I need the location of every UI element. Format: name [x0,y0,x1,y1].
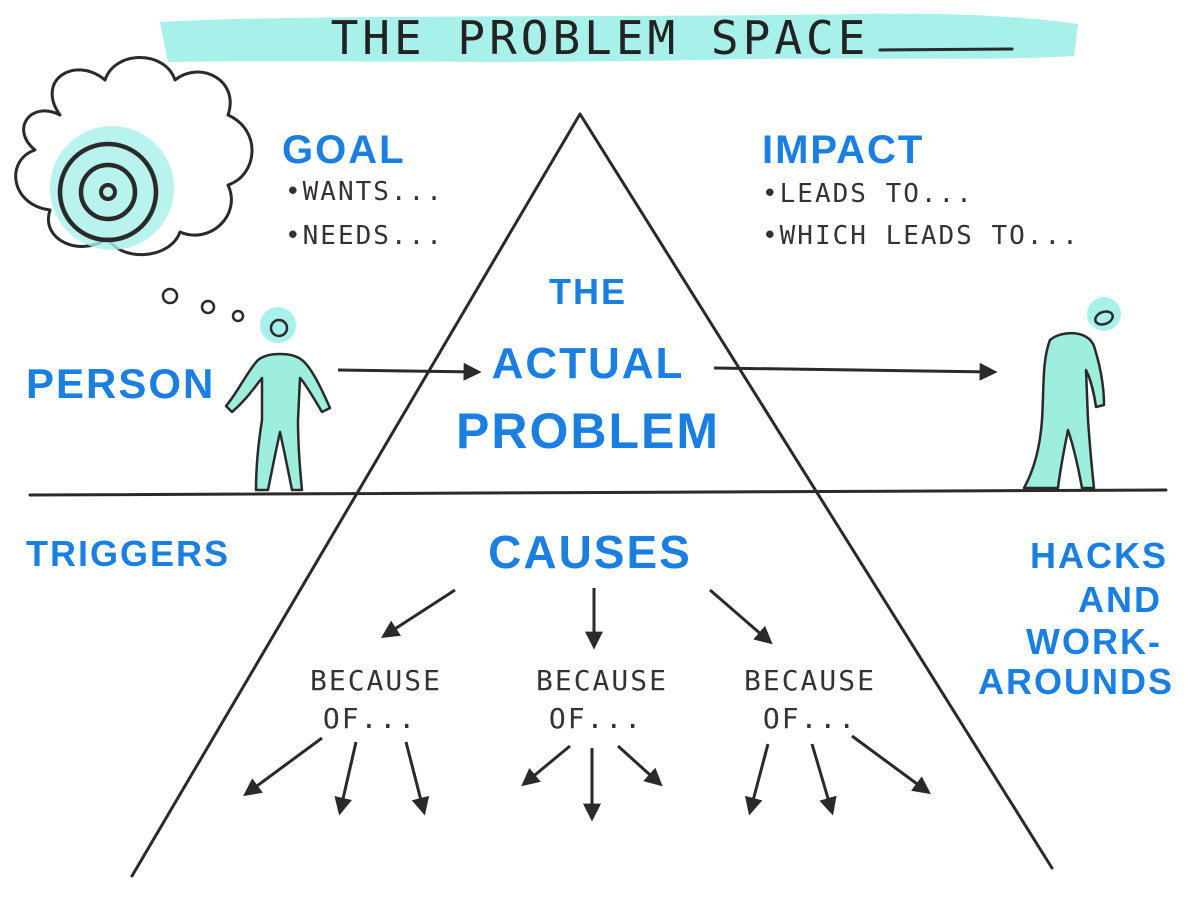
sub-arrow-2c [616,744,663,787]
person-label: PERSON [26,360,215,407]
page-title: THE PROBLEM SPACE [331,11,870,65]
impact-item-which-leads-to: •WHICH LEADS TO... [762,221,1080,251]
sub-arrow-1c [404,741,430,816]
hacks-line-2: AND [1078,579,1162,620]
goal-item-wants: •WANTS... [285,177,444,207]
arrow-cause-right [709,588,773,645]
target-icon [50,126,174,250]
hacks-line-4: AROUNDS [978,661,1174,702]
title-highlight [160,13,1078,62]
person-figure-icon [224,307,332,492]
because-2-line-1: BECAUSE [536,664,668,697]
because-2-line-2: OF... [549,702,643,735]
sub-arrow-1b [334,741,358,816]
center-the: THE [549,271,627,312]
triggers-label: TRIGGERS [26,533,230,574]
center-actual: ACTUAL [492,339,685,388]
because-3-line-2: OF... [763,702,857,735]
sub-arrow-2a [521,744,571,787]
arrow-person-to-problem [337,362,482,381]
because-1-line-1: BECAUSE [310,664,442,697]
title-underline [878,47,1014,52]
causes-label: CAUSES [488,526,692,578]
arrow-problem-to-impact [713,362,998,381]
ground-line [28,488,1168,497]
sub-arrow-1a [243,736,323,797]
goal-item-needs: •NEEDS... [285,221,444,251]
sub-arrow-3b [810,743,837,816]
arrow-cause-left [380,588,456,638]
sub-arrow-3a [744,743,770,816]
impact-heading: IMPACT [762,128,924,172]
because-1-line-2: OF... [323,702,417,735]
because-3-line-1: BECAUSE [744,664,876,697]
goal-heading: GOAL [282,128,406,172]
impact-item-leads-to: •LEADS TO... [762,179,974,209]
slumped-person-icon [1022,297,1121,490]
hacks-line-3: WORK- [1026,621,1162,662]
center-problem: PROBLEM [456,403,720,459]
hacks-line-1: HACKS [1030,535,1168,576]
sub-arrow-3c [851,734,931,795]
